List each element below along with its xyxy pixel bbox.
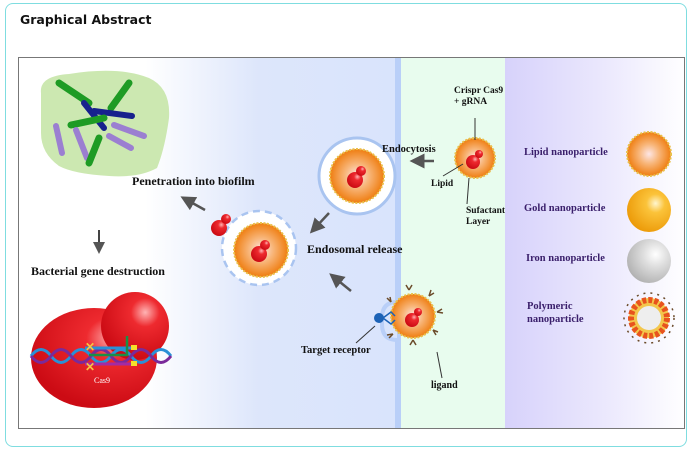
gold-nanoparticle-icon: [627, 188, 671, 232]
label-crispr-payload: Crispr Cas9 + gRNA: [454, 86, 503, 108]
biofilm-illustration: [40, 70, 170, 177]
figure-frame: ✕ ✕: [18, 57, 685, 429]
legend-item-iron: Iron nanoparticle: [526, 253, 605, 264]
endosomal-release-icon: [211, 209, 298, 287]
ligand-nanoparticle-icon: [355, 284, 444, 379]
label-surfactant-line2: Layer: [466, 217, 491, 227]
legend-item-gold: Gold nanoparticle: [524, 203, 606, 214]
label-endosomal-release: Endosomal release: [307, 242, 403, 256]
arrow-from-receptor-icon: [329, 273, 352, 292]
legend-polymeric-line2: nanoparticle: [527, 314, 584, 325]
arrow-to-release-icon: [309, 212, 330, 234]
label-surfactant: Sufactant Layer: [466, 206, 505, 228]
svg-text:✕: ✕: [85, 360, 95, 374]
label-endocytosis: Endocytosis: [382, 144, 436, 155]
figure-graphics: ✕ ✕: [29, 58, 675, 428]
label-crispr-line2: + gRNA: [454, 97, 488, 107]
label-gene-destruction: Bacterial gene destruction: [31, 264, 165, 278]
iron-nanoparticle-icon: [627, 239, 671, 283]
crispr-nanoparticle-icon: [442, 118, 496, 205]
cas9-dna-illustration: ✕ ✕: [29, 292, 173, 408]
arrow-to-biofilm-icon: [180, 196, 206, 212]
label-ligand: ligand: [431, 380, 458, 391]
label-target-receptor: Target receptor: [301, 345, 371, 356]
lipid-nanoparticle-icon: [626, 131, 672, 177]
target-receptor-icon: [374, 313, 384, 323]
legend-item-polymeric: Polymeric nanoparticle: [527, 300, 584, 326]
label-surfactant-line1: Sufactant: [466, 206, 506, 216]
label-cas9: Cas9: [94, 376, 110, 385]
label-lipid: Lipid: [431, 179, 454, 189]
graphical-abstract-card: Graphical Abstract: [5, 3, 687, 447]
svg-text:✕: ✕: [85, 340, 95, 354]
endosome-icon: [317, 136, 397, 216]
label-penetration: Penetration into biofilm: [132, 174, 255, 188]
legend-item-lipid: Lipid nanoparticle: [524, 147, 608, 158]
card-title: Graphical Abstract: [20, 12, 152, 27]
label-crispr-line1: Crispr Cas9: [454, 86, 504, 96]
polymeric-nanoparticle-icon: [623, 292, 675, 344]
legend-polymeric-line1: Polymeric: [527, 301, 573, 312]
